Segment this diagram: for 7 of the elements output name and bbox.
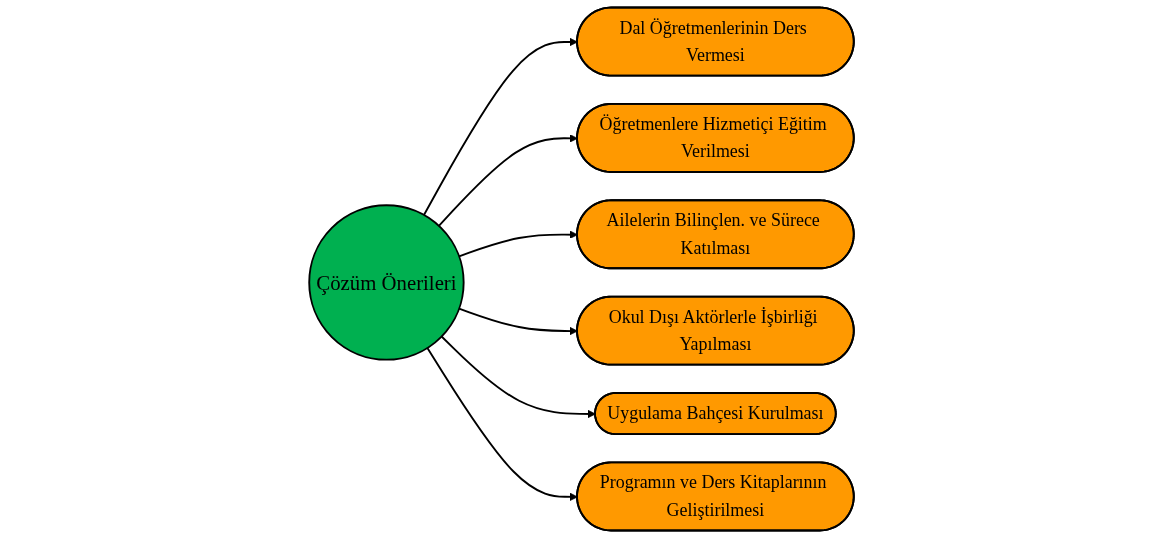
arrow [458, 230, 578, 258]
arrow [440, 335, 596, 419]
arrow [426, 346, 578, 501]
node-circle: Çözüm Önerileri [308, 204, 465, 361]
arrow [458, 307, 578, 336]
arrow [437, 134, 578, 227]
arrow [423, 37, 578, 216]
